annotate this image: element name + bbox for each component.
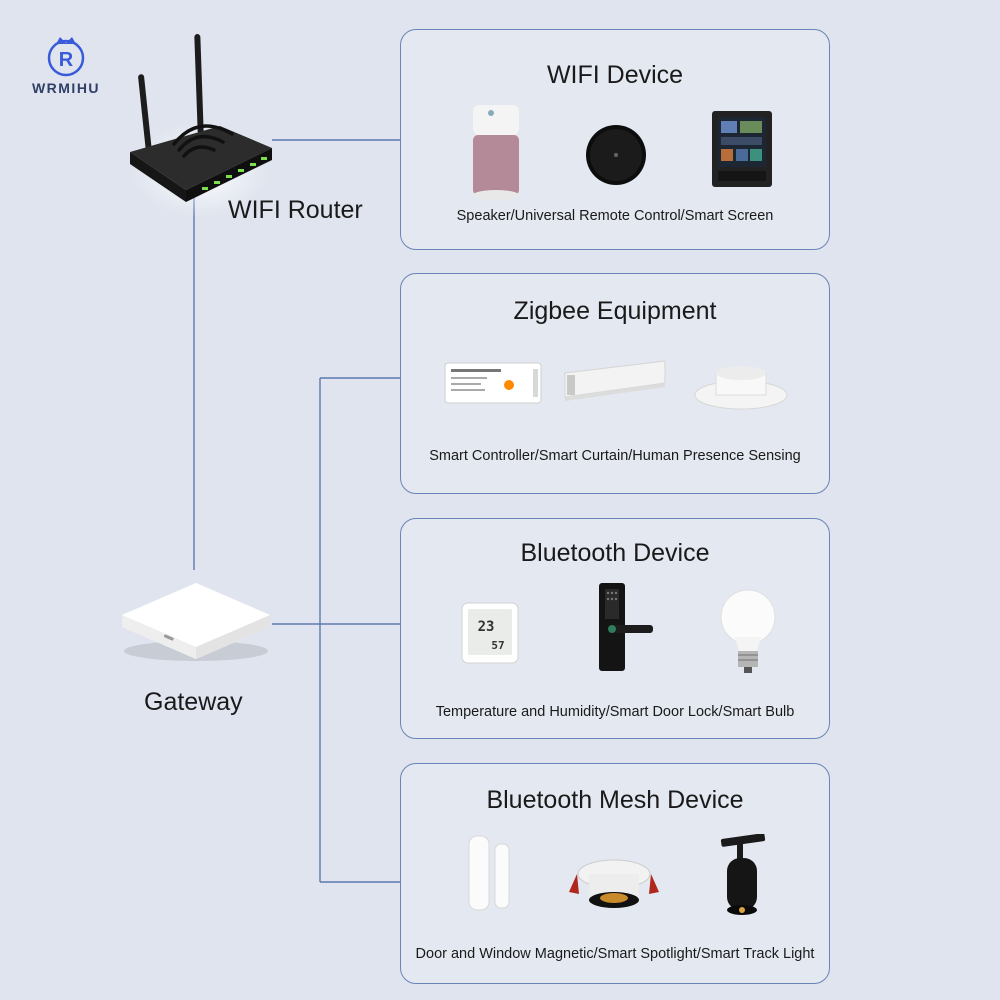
brand-logo: R WRMIHU	[26, 34, 106, 96]
brand-name: WRMIHU	[31, 80, 101, 96]
panel-caption: Door and Window Magnetic/Smart Spotlight…	[415, 946, 815, 962]
smart-screen	[686, 105, 796, 205]
presence-sensor-icon	[694, 366, 788, 410]
smart-screen-icon	[712, 111, 772, 187]
zigbee-equipment-panel: Zigbee Equipment	[400, 273, 830, 494]
crown-logo-icon: R	[47, 37, 85, 77]
smart-bulb	[693, 581, 803, 681]
smart-speaker-icon	[473, 105, 519, 200]
wifi-router-icon	[130, 34, 272, 218]
panel-caption: Temperature and Humidity/Smart Door Lock…	[435, 704, 795, 720]
panel-caption: Speaker/Universal Remote Control/Smart S…	[456, 208, 774, 224]
door-window-sensor	[435, 834, 545, 934]
device-row	[401, 105, 829, 205]
door-lock-icon	[599, 583, 653, 671]
wifi-router	[120, 30, 290, 220]
bluetooth-device-panel: Bluetooth Device 23 57	[400, 518, 830, 739]
wifi-device-panel: WIFI Device	[400, 29, 830, 250]
gateway-hub-icon	[122, 583, 270, 661]
device-row	[401, 339, 829, 439]
panel-caption: Smart Controller/Smart Curtain/Human Pre…	[429, 448, 801, 464]
gateway-hub	[116, 575, 276, 665]
smart-speaker	[441, 105, 551, 205]
track-light	[691, 834, 801, 934]
led-controller	[439, 339, 549, 439]
thermo-hygrometer-icon: 23 57	[461, 602, 519, 664]
spotlight	[559, 834, 669, 934]
curtain-motor-icon	[564, 360, 666, 401]
spotlight-icon	[569, 859, 659, 908]
door-lock	[559, 581, 669, 681]
curtain-motor	[561, 339, 671, 439]
panel-title: Bluetooth Device	[520, 539, 710, 567]
svg-text:57: 57	[491, 639, 504, 652]
svg-text:R: R	[59, 49, 74, 71]
device-row	[401, 834, 829, 934]
bluetooth-mesh-device-panel: Bluetooth Mesh Device	[400, 763, 830, 984]
universal-remote-icon	[586, 125, 646, 185]
presence-sensor	[686, 339, 796, 439]
device-row: 23 57	[401, 581, 829, 681]
panel-title: WIFI Device	[546, 61, 684, 89]
universal-remote	[561, 105, 671, 205]
panel-title: Bluetooth Mesh Device	[486, 786, 744, 814]
panel-title: Zigbee Equipment	[513, 297, 717, 325]
smart-bulb-icon	[720, 589, 776, 673]
door-window-sensor-icon	[468, 835, 510, 911]
led-controller-icon	[444, 362, 542, 404]
gateway-label: Gateway	[144, 688, 243, 716]
svg-text:23: 23	[478, 619, 495, 635]
thermo-hygrometer: 23 57	[434, 581, 544, 681]
router-label: WIFI Router	[228, 196, 363, 224]
track-light-icon	[720, 834, 766, 915]
